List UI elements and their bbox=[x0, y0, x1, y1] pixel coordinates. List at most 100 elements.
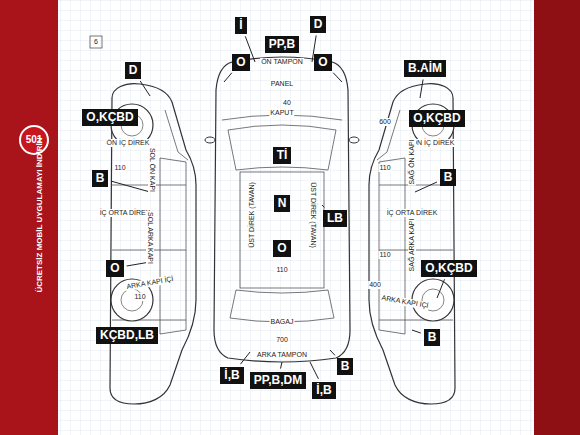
part-label: 110 bbox=[133, 293, 146, 301]
part-label: SAĞ ÖN KAPI bbox=[408, 138, 416, 185]
damage-code-box: O bbox=[232, 54, 249, 71]
damage-code-box: LB bbox=[323, 210, 347, 227]
damage-code-box: D bbox=[125, 62, 142, 79]
part-label: PANEL bbox=[270, 80, 294, 88]
damage-code: LB bbox=[327, 211, 343, 226]
damage-code: O bbox=[318, 55, 327, 70]
leader-line bbox=[281, 362, 282, 369]
damage-code-box: PP,B bbox=[265, 36, 299, 53]
damage-code: İ,B bbox=[224, 368, 239, 383]
paper-grid bbox=[58, 0, 534, 435]
leader-line bbox=[437, 279, 444, 298]
part-label: ÖN İÇ DİREK bbox=[106, 139, 151, 147]
part-label: 6 bbox=[93, 38, 99, 46]
part-label: KAPUT bbox=[269, 109, 294, 117]
damage-code-box: B.AİM bbox=[404, 60, 446, 77]
damage-code-box: İ bbox=[235, 17, 246, 34]
damage-code: O bbox=[110, 261, 119, 276]
damage-code: B bbox=[96, 171, 105, 186]
mirror bbox=[205, 137, 215, 143]
damage-code: O,KÇBD bbox=[86, 110, 133, 125]
damage-code: B.AİM bbox=[408, 61, 442, 76]
leader-line bbox=[412, 330, 421, 333]
part-label: SOL ÖN KAPI bbox=[148, 147, 156, 193]
part-label: SAĞ ARKA KAPI bbox=[408, 218, 416, 273]
part-label: ÖN TAMPON bbox=[260, 58, 304, 66]
leader-line bbox=[111, 181, 150, 192]
leader-lines bbox=[111, 35, 444, 378]
part-label: ARKA KAPI İÇİ bbox=[380, 294, 430, 310]
damage-code-box: O bbox=[273, 240, 290, 257]
damage-code: İ,B bbox=[316, 383, 331, 398]
damage-code: D bbox=[314, 17, 323, 32]
leader-line bbox=[310, 362, 318, 379]
damage-code: O,KÇBD bbox=[413, 111, 460, 126]
damage-code-box: O,KÇBD bbox=[409, 110, 464, 127]
damage-code-box: PP,B,DM bbox=[250, 372, 306, 389]
leader-line bbox=[415, 182, 437, 192]
damage-code-box: O,KÇBD bbox=[421, 260, 476, 277]
leader-line bbox=[241, 352, 250, 364]
damage-code-box: Tİ bbox=[273, 147, 292, 164]
leader-line bbox=[330, 350, 335, 355]
leader-line bbox=[420, 79, 423, 98]
part-label: İÇ ORTA DİREK bbox=[99, 209, 152, 217]
damage-code: O bbox=[236, 55, 245, 70]
damage-code: PP,B,DM bbox=[254, 373, 302, 388]
part-label: ÖN İÇ DİREK bbox=[411, 139, 456, 147]
leader-line bbox=[140, 81, 150, 96]
damage-code-box: B bbox=[92, 170, 109, 187]
damage-code: N bbox=[278, 196, 287, 211]
part-label: 600 bbox=[378, 118, 392, 126]
part-label: 110 bbox=[275, 266, 288, 274]
part-label: ARKA KAPI İÇİ bbox=[125, 275, 175, 291]
right-side-car bbox=[369, 84, 455, 404]
damage-code-box: İ,B bbox=[312, 382, 335, 399]
damage-code: O bbox=[277, 241, 286, 256]
damage-code-box: KÇBD,LB bbox=[96, 327, 158, 344]
part-label: BAGAJ bbox=[270, 318, 295, 326]
left-side-car bbox=[110, 84, 196, 404]
damage-code-box: O,KÇBD bbox=[82, 109, 137, 126]
leader-line bbox=[322, 205, 324, 207]
part-label: 700 bbox=[275, 336, 289, 344]
top-view-car bbox=[205, 57, 359, 362]
part-label: ARKA TAMPON bbox=[256, 351, 308, 359]
side-strip bbox=[534, 0, 580, 435]
damage-code-box: N bbox=[274, 195, 291, 212]
badge-number: 501 bbox=[25, 136, 44, 144]
damage-code: KÇBD,LB bbox=[100, 328, 154, 343]
damage-code-box: O bbox=[314, 54, 331, 71]
roof bbox=[240, 172, 324, 288]
damage-code: D bbox=[129, 63, 138, 78]
part-label: İÇ ORTA DİREK bbox=[386, 209, 439, 217]
damage-code: PP,B bbox=[269, 37, 295, 52]
windshield bbox=[228, 125, 336, 170]
damage-code: B bbox=[428, 330, 437, 345]
damage-code: B bbox=[341, 359, 350, 374]
leader-line bbox=[224, 73, 232, 82]
page-number-box bbox=[90, 36, 102, 48]
part-label: 400 bbox=[368, 281, 382, 289]
part-label: 110 bbox=[113, 164, 126, 172]
damage-code: B bbox=[444, 170, 453, 185]
part-label: ÜST DİREK (TAVAN) bbox=[248, 181, 256, 249]
part-label: 110 bbox=[378, 251, 391, 259]
leader-line bbox=[333, 73, 342, 82]
damage-code-box: İ,B bbox=[220, 367, 243, 384]
damage-code-box: B bbox=[424, 329, 441, 346]
car-body bbox=[214, 57, 350, 362]
damage-code: O,KÇBD bbox=[425, 261, 472, 276]
damage-code: Tİ bbox=[277, 148, 288, 163]
mirror bbox=[349, 137, 359, 143]
part-label: SOL ARKA KAPI bbox=[146, 211, 154, 265]
part-label: 110 bbox=[378, 164, 391, 172]
report-paper bbox=[58, 0, 534, 435]
part-label: ÜST DİREK (TAVAN) bbox=[309, 181, 317, 249]
damage-code-box: D bbox=[310, 16, 327, 33]
part-label: 40 bbox=[282, 99, 292, 107]
damage-code-box: B bbox=[440, 169, 457, 186]
damage-code-box: B bbox=[337, 358, 354, 375]
damage-code: İ bbox=[239, 18, 242, 33]
